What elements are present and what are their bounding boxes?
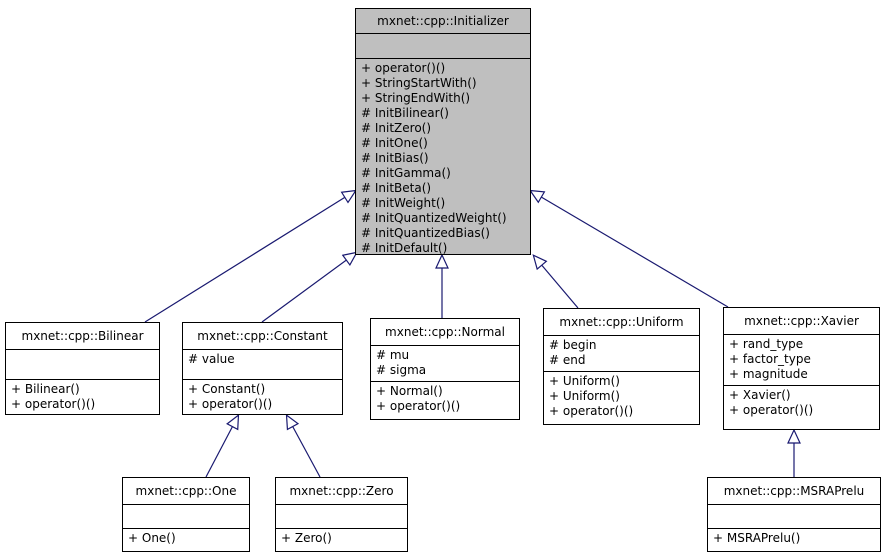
class-name: mxnet::cpp::One <box>135 484 237 498</box>
methods-compartment: + Bilinear() + operator()() <box>6 379 159 416</box>
class-box-xavier[interactable]: mxnet::cpp::Xavier + rand_type + factor_… <box>723 307 880 430</box>
attributes-compartment: # begin # end <box>544 335 699 371</box>
attribute-label: # value <box>188 352 235 366</box>
attributes-compartment: # mu # sigma <box>371 345 519 381</box>
class-name: mxnet::cpp::MSRAPrelu <box>723 484 865 498</box>
attribute-label: # end <box>549 353 586 367</box>
attribute-label: + factor_type <box>729 352 811 366</box>
inheritance-arrow-zero-to-constant <box>285 413 321 478</box>
attribute-label: # mu <box>376 348 410 362</box>
inheritance-arrow-one-to-constant <box>205 413 240 478</box>
method-label: + Xavier() <box>729 388 791 402</box>
method-label: + Zero() <box>281 531 332 545</box>
attribute-label: + magnitude <box>729 367 808 381</box>
class-box-uniform[interactable]: mxnet::cpp::Uniform # begin # end + Unif… <box>543 308 700 425</box>
method-label: + Constant() <box>188 382 266 396</box>
class-box-normal[interactable]: mxnet::cpp::Normal # mu # sigma + Normal… <box>370 318 520 420</box>
attributes-compartment <box>708 504 880 528</box>
class-name: mxnet::cpp::Constant <box>197 329 328 343</box>
class-name: mxnet::cpp::Uniform <box>559 315 684 329</box>
method-label: + operator()() <box>729 403 814 417</box>
attribute-label: # sigma <box>376 363 427 377</box>
method-label: # InitBeta() <box>361 181 432 195</box>
attribute-label: + rand_type <box>729 337 804 351</box>
method-label: + operator()() <box>549 404 634 418</box>
inheritance-arrow-uniform-to-initializer <box>532 254 579 309</box>
methods-compartment: + MSRAPrelu() <box>708 528 880 553</box>
method-label: + One() <box>128 531 176 545</box>
method-label: + operator()() <box>376 399 461 413</box>
class-name: mxnet::cpp::Normal <box>385 325 505 339</box>
method-label: + StringStartWith() <box>361 76 477 90</box>
method-label: # InitBilinear() <box>361 106 449 120</box>
class-name: mxnet::cpp::Xavier <box>744 314 859 328</box>
class-name: mxnet::cpp::Bilinear <box>21 329 144 343</box>
inheritance-arrow-bilinear-to-initializer <box>144 189 358 323</box>
method-label: + Normal() <box>376 384 443 398</box>
methods-compartment: + Zero() <box>276 528 407 553</box>
method-label: # InitGamma() <box>361 166 451 180</box>
methods-compartment: + Constant() + operator()() <box>183 379 342 416</box>
method-label: + operator()() <box>11 397 96 411</box>
method-label: # InitBias() <box>361 151 429 165</box>
methods-compartment: + Normal() + operator()() <box>371 381 519 421</box>
class-name: mxnet::cpp::Initializer <box>377 14 509 28</box>
class-box-zero[interactable]: mxnet::cpp::Zero + Zero() <box>275 477 408 552</box>
attributes-compartment <box>6 349 159 379</box>
methods-compartment: + Uniform() + Uniform() + operator()() <box>544 371 699 426</box>
method-label: + MSRAPrelu() <box>713 531 801 545</box>
attributes-compartment: # value <box>183 349 342 379</box>
inheritance-arrow-constant-to-initializer <box>261 251 358 323</box>
attribute-label: # begin <box>549 338 597 352</box>
method-label: + Bilinear() <box>11 382 80 396</box>
class-box-initializer[interactable]: mxnet::cpp::Initializer + operator()() +… <box>355 8 531 255</box>
method-label: + operator()() <box>361 61 446 75</box>
method-label: # InitZero() <box>361 121 432 135</box>
method-label: # InitQuantizedBias() <box>361 226 490 240</box>
class-name: mxnet::cpp::Zero <box>289 484 394 498</box>
method-label: + StringEndWith() <box>361 91 471 105</box>
class-box-one[interactable]: mxnet::cpp::One + One() <box>122 477 250 552</box>
class-box-msraprelu[interactable]: mxnet::cpp::MSRAPrelu + MSRAPrelu() <box>707 477 881 552</box>
method-label: # InitWeight() <box>361 196 446 210</box>
attributes-compartment <box>276 504 407 528</box>
method-label: # InitQuantizedWeight() <box>361 211 507 225</box>
class-box-bilinear[interactable]: mxnet::cpp::Bilinear + Bilinear() + oper… <box>5 322 160 415</box>
method-label: + Uniform() <box>549 374 620 388</box>
methods-compartment: + One() <box>123 528 249 553</box>
attributes-compartment: + rand_type + factor_type + magnitude <box>724 334 879 385</box>
method-label: # InitOne() <box>361 136 428 150</box>
method-label: + Uniform() <box>549 389 620 403</box>
class-box-constant[interactable]: mxnet::cpp::Constant # value + Constant(… <box>182 322 343 415</box>
attributes-compartment <box>123 504 249 528</box>
method-label: + operator()() <box>188 397 273 411</box>
method-label: # InitDefault() <box>361 241 448 255</box>
methods-compartment: + Xavier() + operator()() <box>724 385 879 431</box>
methods-compartment: + operator()() + StringStartWith() + Str… <box>356 58 530 255</box>
inheritance-arrow-xavier-to-initializer <box>528 189 729 308</box>
attributes-compartment <box>356 33 530 58</box>
